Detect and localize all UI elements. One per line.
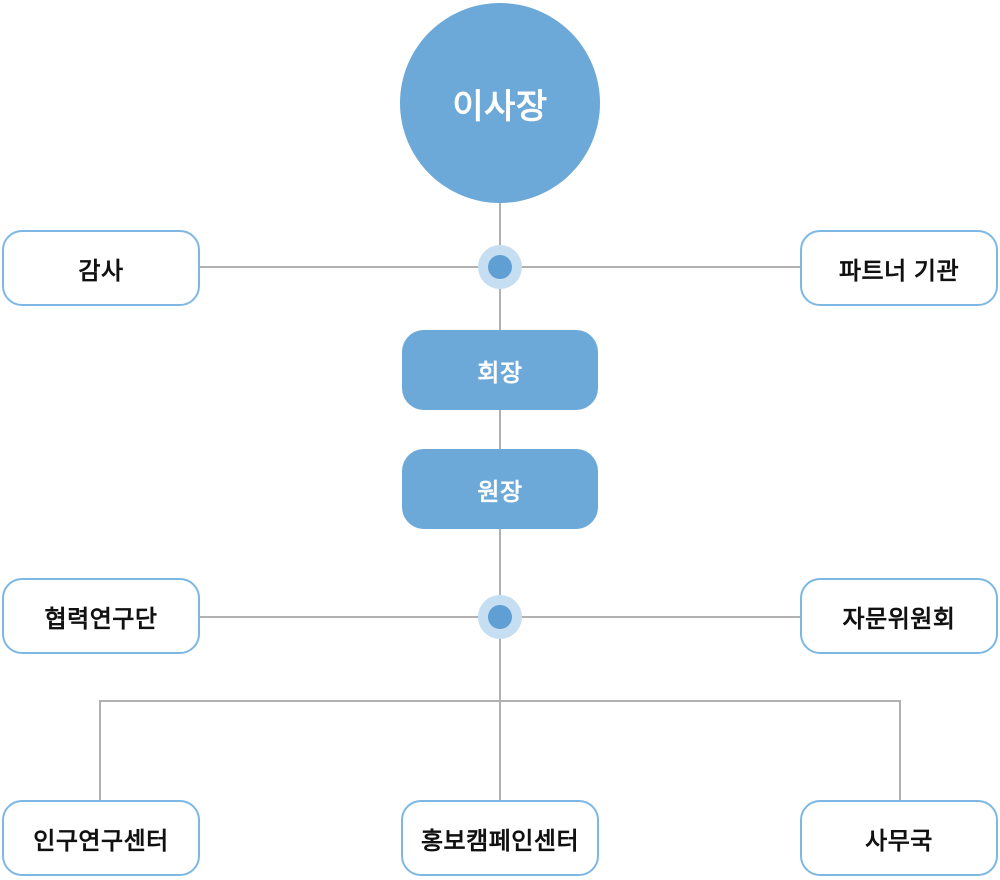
- node-secretariat: 사무국: [800, 800, 998, 876]
- node-director-label: 원장: [477, 478, 523, 506]
- junction-dot-upper: [478, 245, 522, 289]
- node-director: 원장: [402, 449, 598, 529]
- node-president: 회장: [402, 330, 598, 410]
- connector-branch-to-population: [99, 700, 101, 800]
- node-secretariat-label: 사무국: [865, 827, 933, 855]
- node-chairman: 이사장: [400, 3, 600, 203]
- node-population-research-center: 인구연구센터: [2, 800, 200, 876]
- junction-dot-upper-core: [488, 255, 512, 279]
- node-cooperative-research-group-label: 협력연구단: [44, 605, 158, 633]
- junction-dot-lower: [478, 595, 522, 639]
- node-advisory-committee-label: 자문위원회: [842, 605, 956, 633]
- node-cooperative-research-group: 협력연구단: [2, 578, 200, 654]
- node-partner-org: 파트너 기관: [800, 230, 998, 306]
- node-auditor: 감사: [2, 230, 200, 306]
- node-auditor-label: 감사: [78, 257, 124, 285]
- connector-branch-to-secretariat: [899, 700, 901, 800]
- node-partner-org-label: 파트너 기관: [838, 257, 960, 285]
- junction-dot-lower-core: [488, 605, 512, 629]
- connector-branch-to-pr: [499, 700, 501, 800]
- connector-president-to-director: [499, 410, 501, 449]
- node-advisory-committee: 자문위원회: [800, 578, 998, 654]
- node-pr-campaign-center: 홍보캠페인센터: [401, 800, 599, 876]
- node-pr-campaign-center-label: 홍보캠페인센터: [420, 827, 580, 855]
- node-population-research-center-label: 인구연구센터: [33, 827, 169, 855]
- node-president-label: 회장: [477, 359, 523, 387]
- node-chairman-label: 이사장: [452, 87, 548, 126]
